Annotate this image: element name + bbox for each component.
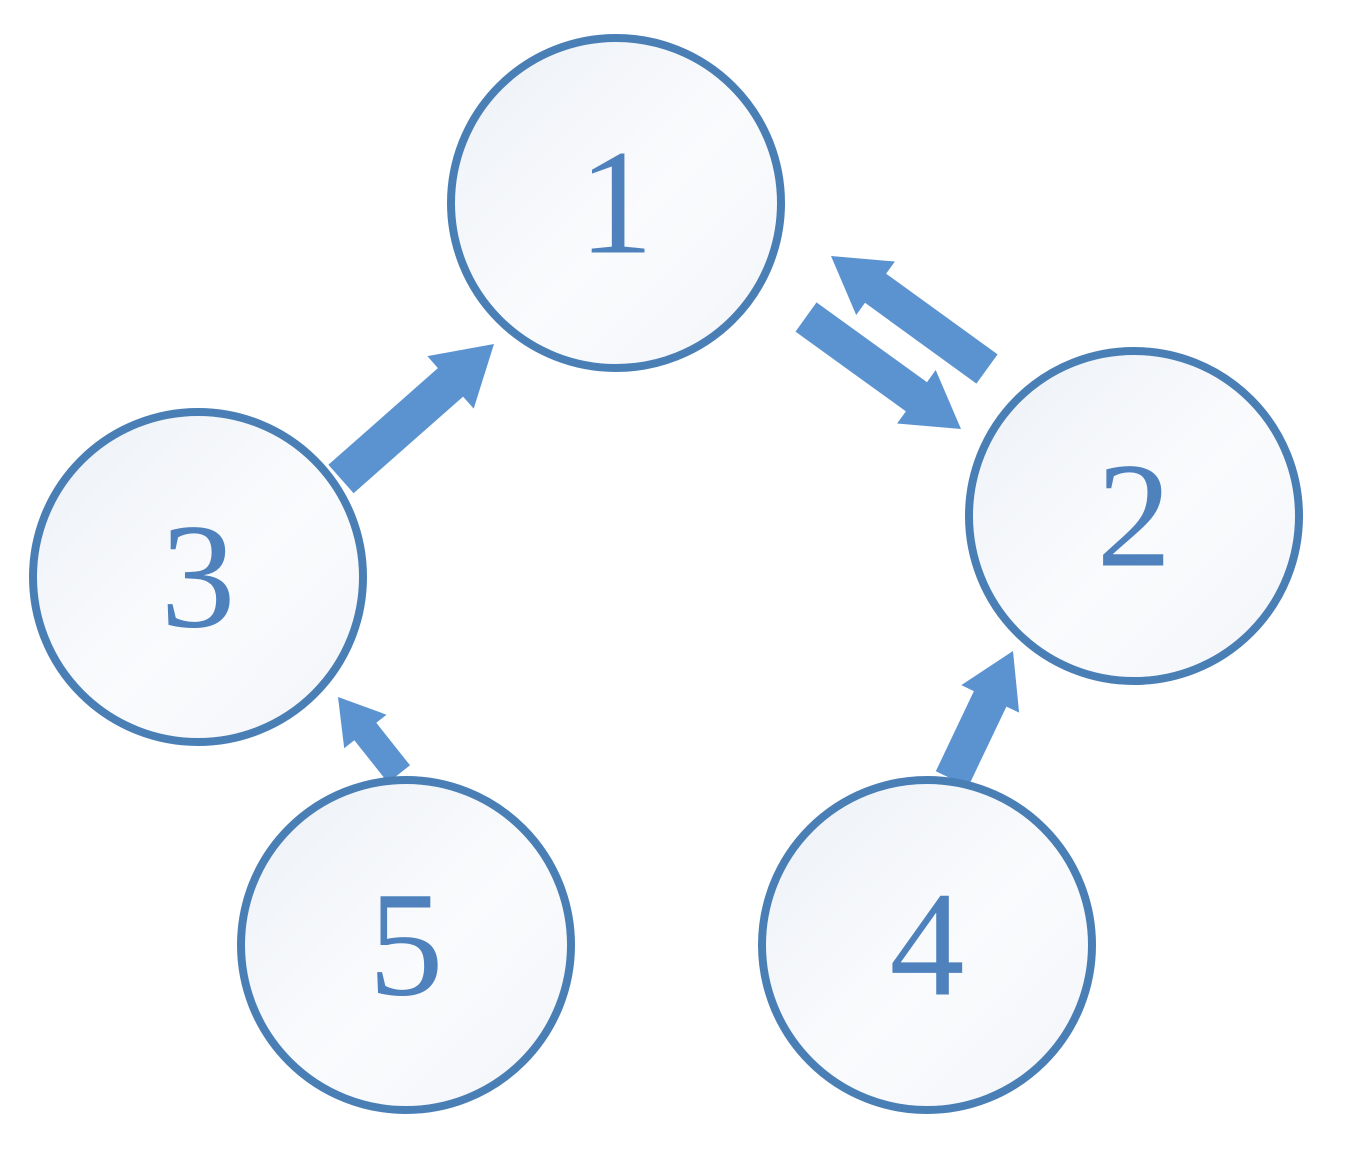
arrow-3-to-1 — [328, 344, 494, 494]
edges-layer — [328, 256, 1020, 787]
arrow-1-to-2 — [795, 302, 961, 429]
node-circle-1 — [447, 34, 785, 372]
node-3: 3 — [29, 408, 367, 746]
node-circle-3 — [29, 408, 367, 746]
node-1: 1 — [447, 34, 785, 372]
node-label-1: 1 — [579, 120, 654, 286]
node-circle-5 — [237, 776, 575, 1114]
nodes-layer: 1 2 3 4 5 — [29, 34, 1303, 1114]
node-4: 4 — [758, 776, 1096, 1114]
node-label-4: 4 — [890, 862, 965, 1028]
node-label-2: 2 — [1097, 433, 1172, 599]
arrow-4-to-2 — [935, 651, 1020, 787]
arrow-2-to-1 — [831, 256, 998, 384]
node-5: 5 — [237, 776, 575, 1114]
node-label-5: 5 — [369, 862, 444, 1028]
node-circle-2 — [965, 347, 1303, 685]
arrow-5-to-3 — [338, 697, 410, 783]
node-circle-4 — [758, 776, 1096, 1114]
node-2: 2 — [965, 347, 1303, 685]
node-label-3: 3 — [161, 494, 236, 660]
